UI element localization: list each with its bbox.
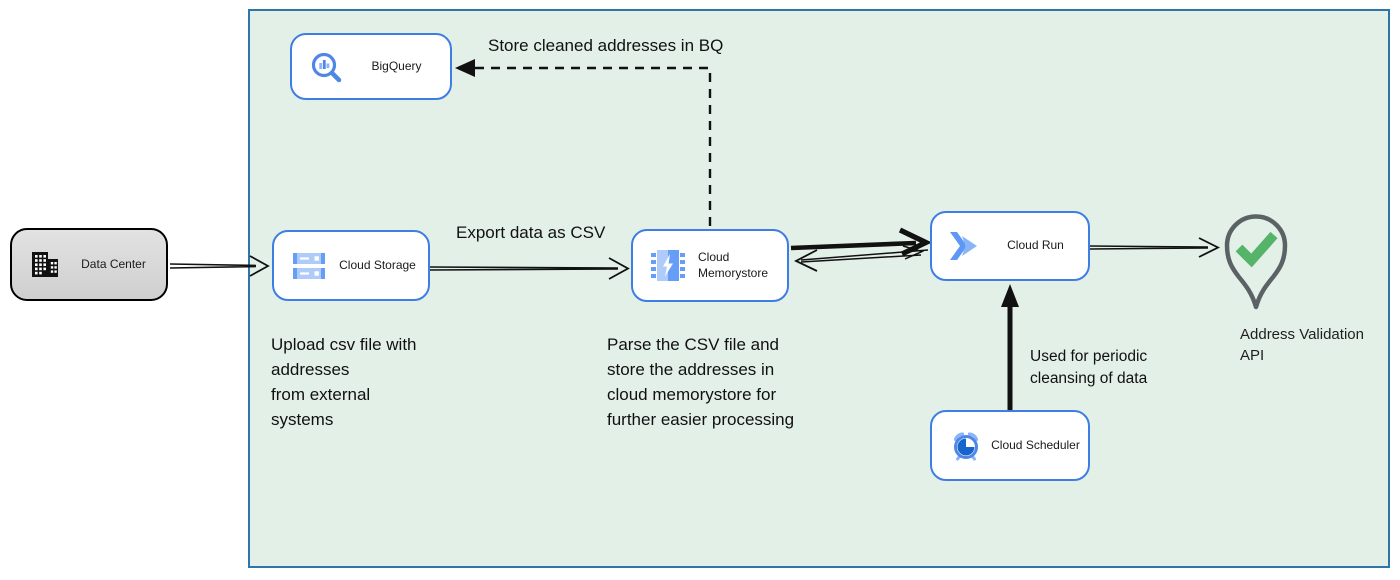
edge-memorystore-to-bigquery-dashed [455, 59, 712, 226]
edge-scheduler-to-run [1001, 284, 1019, 410]
cloud-run-node[interactable]: Cloud Run [930, 211, 1090, 281]
address-validation-label: Address Validation API [1240, 326, 1364, 364]
cloud-storage-label: Cloud Storage [339, 257, 416, 272]
edge-memorystore-to-run [790, 227, 933, 257]
annotation-periodic-cleansing: Used for periodic cleansing of data [1030, 348, 1148, 387]
cloud-memorystore-node[interactable]: Cloud Memorystore [631, 229, 789, 302]
edge-datacenter-to-storage [169, 255, 270, 277]
annotation-store-cleaned-bq: Store cleaned addresses in BQ [488, 36, 724, 55]
cloud-scheduler-label: Cloud Scheduler [991, 437, 1080, 452]
bigquery-label: BigQuery [371, 58, 422, 73]
cloud-run-icon [949, 231, 983, 261]
address-validation-pin[interactable] [1223, 212, 1289, 310]
gcp-boundary [248, 9, 1390, 568]
bigquery-node[interactable]: BigQuery [290, 33, 452, 100]
data-center-node[interactable]: Data Center [10, 228, 168, 301]
data-center-label: Data Center [81, 256, 146, 271]
edge-storage-to-memorystore [429, 257, 630, 280]
edge-run-to-validation [1089, 237, 1221, 258]
cloud-memorystore-label: Cloud Memorystore [698, 249, 769, 280]
cloud-memorystore-icon [650, 249, 686, 283]
cloud-storage-node[interactable]: Cloud Storage [272, 230, 430, 301]
cloud-run-label: Cloud Run [1007, 238, 1064, 253]
annotation-export-csv: Export data as CSV [456, 223, 606, 242]
cloud-scheduler-icon [949, 429, 983, 463]
building-icon [29, 250, 61, 280]
cloud-scheduler-node[interactable]: Cloud Scheduler [930, 410, 1090, 481]
location-pin-icon [1224, 214, 1288, 310]
cloud-storage-icon [291, 252, 327, 280]
bigquery-icon [309, 50, 343, 84]
edge-run-to-memorystore [793, 245, 929, 272]
annotation-parse-csv: Parse the CSV file and store the address… [607, 335, 795, 429]
annotation-upload-csv: Upload csv file with addresses from exte… [271, 335, 417, 429]
